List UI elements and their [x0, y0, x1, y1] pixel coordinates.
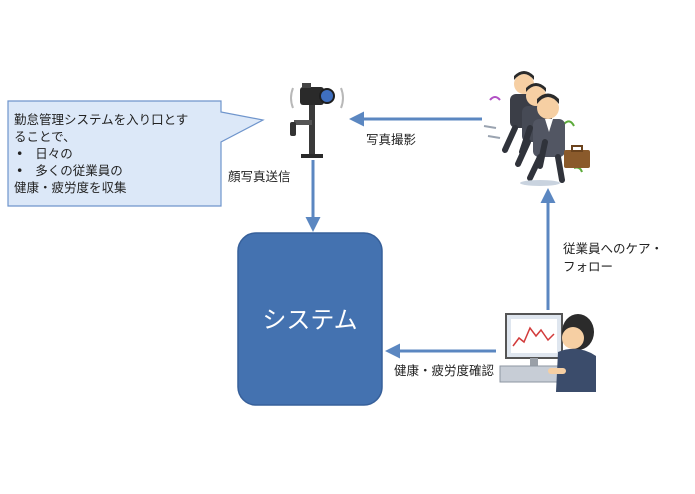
label-care-follow-line-1: 従業員へのケア・ [563, 241, 664, 256]
callout-bullet-2: • 多くの従業員の [14, 162, 214, 179]
label-face-photo-send: 顔写真送信 [228, 169, 291, 184]
label-care-follow-line-2: フォロー [563, 259, 614, 274]
callout-bullet-1-text: 日々の [35, 146, 73, 161]
callout-line-last: 健康・疲労度を収集 [14, 180, 127, 195]
manager-at-computer-illustration [499, 313, 596, 392]
callout-bullet-2-text: 多くの従業員の [35, 163, 123, 178]
callout-line-2: ることで、 [14, 129, 76, 144]
bullet-glyph: • [16, 146, 24, 161]
callout-text: 勤怠管理システムを入り口とす ることで、 • 日々の • 多くの従業員の 健康・… [14, 111, 214, 196]
callout-bubble [7, 100, 265, 207]
camera-icon [290, 83, 344, 158]
employees-illustration [483, 71, 590, 186]
label-photo-capture: 写真撮影 [366, 132, 417, 147]
callout-line-1: 勤怠管理システムを入り口とす [14, 112, 189, 127]
callout-bullet-1: • 日々の [14, 145, 214, 162]
system-box-label: システム [262, 306, 358, 334]
bullet-glyph: • [16, 163, 24, 178]
label-health-check: 健康・疲労度確認 [394, 363, 495, 378]
system-box [237, 232, 383, 406]
